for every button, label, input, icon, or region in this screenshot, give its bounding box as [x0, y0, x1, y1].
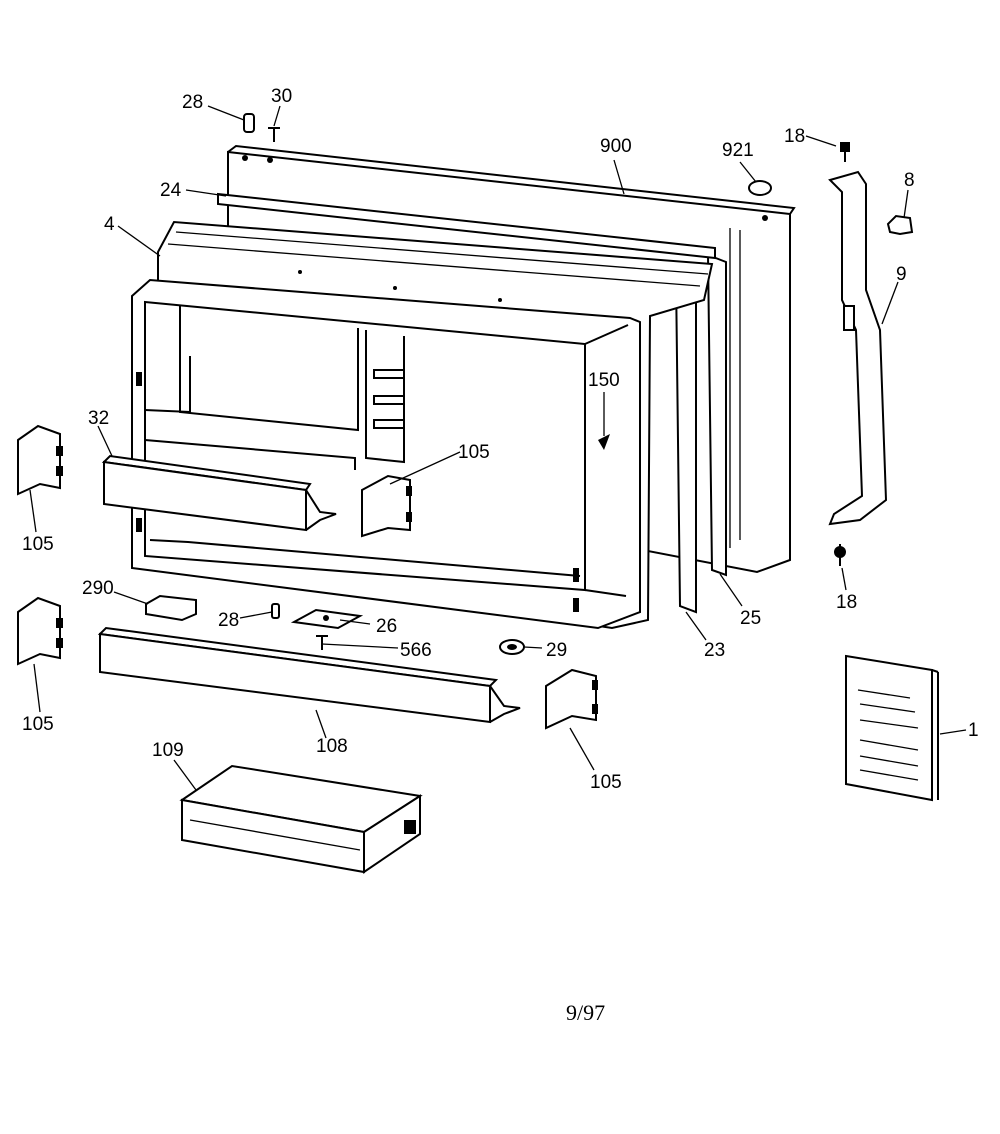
- callout-105-upper-left: 105: [22, 534, 54, 555]
- screw-566: [316, 635, 328, 650]
- callout-8: 8: [904, 170, 915, 191]
- callout-105-lower-left: 105: [22, 714, 54, 735]
- callout-9: 9: [896, 264, 907, 285]
- callout-18-bottom: 18: [836, 592, 857, 613]
- callout-108: 108: [316, 736, 348, 757]
- breaker-strip-23: [674, 274, 697, 614]
- callout-30: 30: [271, 86, 292, 107]
- callout-24: 24: [160, 180, 182, 201]
- callout-290: 290: [82, 578, 114, 599]
- callout-4: 4: [104, 214, 115, 235]
- door-bin-109: [179, 764, 423, 874]
- callout-25: 25: [740, 608, 761, 629]
- callout-105-center: 105: [458, 442, 490, 463]
- handle-cap-8: [886, 214, 914, 236]
- callout-18-top: 18: [784, 126, 805, 147]
- block-290: [145, 594, 197, 622]
- cap-921: [748, 180, 772, 196]
- callout-28-top: 28: [182, 92, 203, 113]
- callout-150: 150: [588, 370, 620, 391]
- callout-26: 26: [376, 616, 397, 637]
- end-cap-105-lower-left: [17, 596, 63, 666]
- date-code: 9/97: [566, 1000, 605, 1025]
- door-handle-9: [828, 170, 888, 526]
- callout-1: 1: [968, 720, 979, 741]
- leader-lines: [29, 105, 967, 791]
- plug-28-lower: [271, 603, 280, 619]
- screw-30: [268, 127, 280, 142]
- callout-900: 900: [600, 136, 632, 157]
- callout-32: 32: [88, 408, 109, 429]
- plug-29: [499, 639, 525, 655]
- callout-labels: 28 30 24 4 900 921 18 8 9 150 32 105 105…: [22, 86, 979, 793]
- callout-566: 566: [400, 640, 432, 661]
- end-cap-105-lower-right: [545, 668, 598, 730]
- callout-28-lower: 28: [218, 610, 239, 631]
- door-gasket-25: [706, 253, 727, 577]
- end-cap-105-center: [361, 474, 412, 538]
- breaker-strip-24: [217, 192, 716, 260]
- clip-150: [598, 434, 610, 450]
- end-cap-105-upper-left: [17, 424, 63, 496]
- callout-29: 29: [546, 640, 567, 661]
- instruction-card-1: [845, 654, 939, 802]
- screw-18-bottom: [834, 544, 846, 566]
- callout-23: 23: [704, 640, 725, 661]
- shelf-rail-32: [101, 454, 337, 532]
- callout-921: 921: [722, 140, 754, 161]
- bracket-26: [290, 608, 364, 630]
- shelf-rail-108: [97, 626, 521, 724]
- plug-28-top: [243, 113, 255, 133]
- screw-18-top: [840, 142, 850, 162]
- callout-105-lower-right: 105: [590, 772, 622, 793]
- callout-109: 109: [152, 740, 184, 761]
- inner-door-liner: [131, 270, 641, 630]
